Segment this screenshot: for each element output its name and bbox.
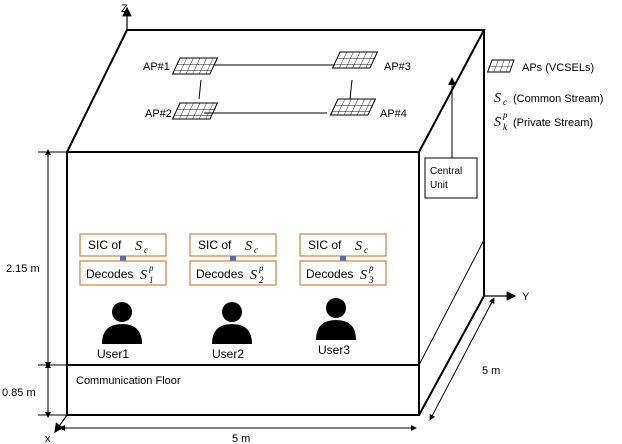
z-axis-label: Z [121,3,128,15]
user-name: User1 [97,347,129,361]
decode-box [79,260,167,286]
decode-index: 2 [259,275,264,285]
ap3-panel [331,51,378,69]
sic-sub: c [254,245,258,255]
decode-symbol: S [360,268,367,283]
central-unit-line1: Central [430,166,462,177]
decode-symbol: S [140,268,147,283]
sic-symbol: S [245,239,252,254]
width-label: 5 m [232,433,250,444]
user3-group: SIC of S c Decodes S p 3 User3 [299,233,387,357]
floor-label: Communication Floor [76,375,181,387]
sic-symbol: S [355,239,362,254]
ap1-label: AP#1 [143,61,170,73]
ap2-panel [171,102,218,120]
user-name: User3 [318,343,350,357]
ap4-panel [329,98,376,116]
decode-box [299,260,387,286]
legend-common-symbol: S [494,91,501,106]
depth-label: 5 m [482,365,500,377]
sic-sub: c [364,245,368,255]
sic-symbol: S [135,239,142,254]
decode-index: 3 [368,275,374,285]
legend-common-text: (Common Stream) [513,93,603,105]
ap2-label: AP#2 [145,108,172,120]
decode-prefix: Decodes [86,267,133,281]
dimension-lines [38,149,495,431]
user1-group: SIC of S c Decodes S p 1 User1 [79,233,167,361]
user-icon [102,302,142,344]
room-box [66,29,486,416]
x-axis-label: x [45,433,51,444]
central-unit-line2: Unit [430,180,448,191]
ap4-label: AP#4 [380,108,407,120]
decode-symbol: S [250,268,257,283]
sic-sub: c [144,245,148,255]
decode-sup: p [148,263,154,273]
legend-private-sub: k [503,122,508,132]
arrow-icon [230,256,236,261]
axes [54,6,517,433]
decode-sup: p [368,263,374,273]
arrow-icon [340,256,346,261]
legend-vcsel-icon [486,59,515,73]
ap-connections [198,64,353,114]
central-unit-box [424,157,478,199]
sic-prefix: SIC of [88,238,122,252]
user-icon [212,302,252,344]
decode-prefix: Decodes [306,267,353,281]
y-axis-label: Y [522,291,530,303]
legend: APs (VCSELs) S c (Common Stream) S p k (… [486,59,603,132]
decode-sup: p [258,263,264,273]
sic-prefix: SIC of [198,238,232,252]
ap3-label: AP#3 [384,61,411,73]
ap1-panel [171,57,218,75]
legend-private-symbol: S [494,115,501,130]
user-icon [316,298,356,340]
height-lower-label: 0.85 m [2,387,36,399]
height-upper-label: 2.15 m [6,263,40,275]
user2-group: SIC of S c Decodes S p 2 User2 [189,233,277,361]
arrow-icon [120,256,126,261]
sic-prefix: SIC of [308,238,342,252]
decode-index: 1 [149,275,154,285]
legend-aps-text: APs (VCSELs) [522,62,594,74]
legend-private-sup: p [502,110,508,120]
legend-private-text: (Private Stream) [513,117,593,129]
user-name: User2 [212,347,244,361]
legend-common-sub: c [503,97,507,107]
decode-prefix: Decodes [196,267,243,281]
decode-box [189,260,277,286]
